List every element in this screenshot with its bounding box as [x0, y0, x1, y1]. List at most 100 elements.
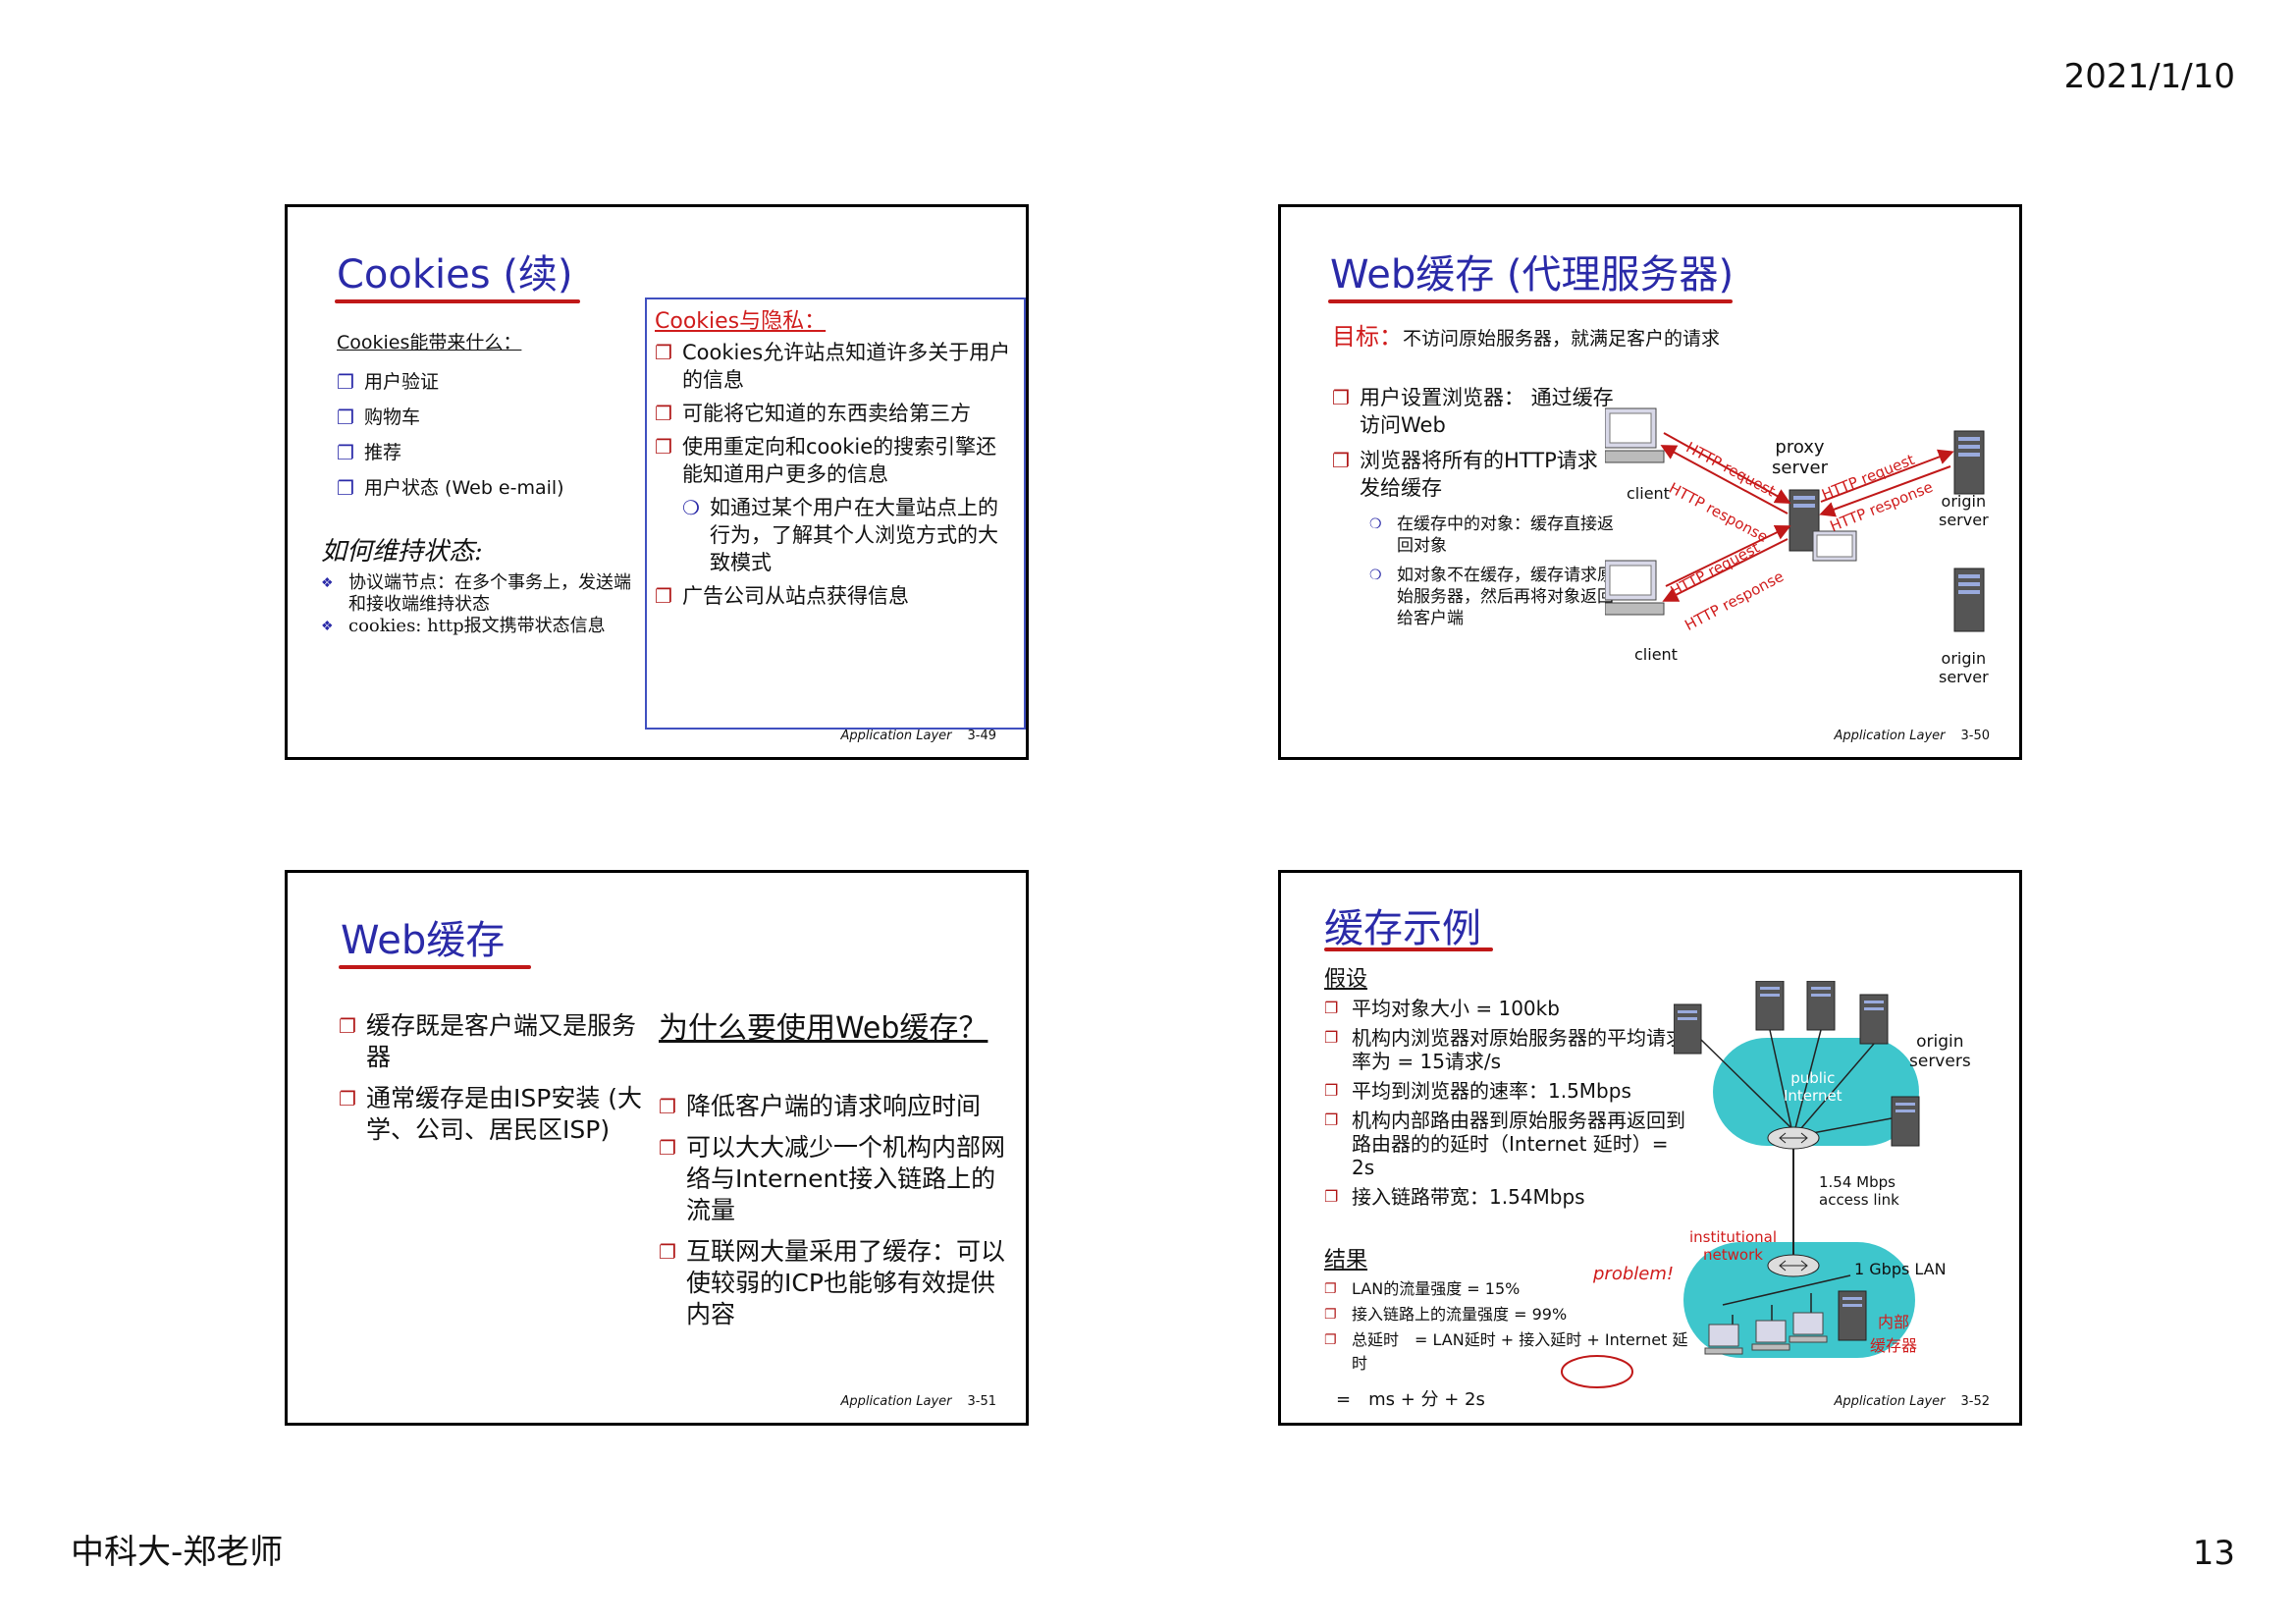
checkbox-bullet-icon: ❐	[655, 341, 672, 364]
lan-computer-icon	[1704, 1324, 1743, 1355]
cookies-benefit-heading: Cookies能带来什么：	[337, 332, 522, 353]
checkbox-bullet-icon: ❐	[659, 1095, 676, 1118]
response-arrow	[1662, 538, 1789, 602]
title-underline	[1324, 947, 1493, 951]
proxy-list: ❐用户设置浏览器： 通过缓存访问Web ❐浏览器将所有的HTTP请求发给缓存	[1332, 384, 1617, 510]
state-list: ❖协议端节点：在多个事务上，发送端和接收端维持状态 ❖cookies: http…	[321, 572, 647, 637]
checkbox-bullet-icon: ❐	[337, 406, 354, 429]
checkbox-bullet-icon: ❐	[655, 435, 672, 459]
client-label: client	[1634, 645, 1678, 664]
cache-server-icon	[1838, 1290, 1867, 1341]
slide-title: Web缓存	[341, 918, 506, 963]
lan-computer-icon	[1751, 1320, 1790, 1351]
list-item: ❍如对象不在缓存，缓存请求原始服务器，然后再将对象返回给客户端	[1369, 566, 1614, 628]
list-item: ❐广告公司从站点获得信息	[655, 584, 909, 608]
list-item: ❐降低客户端的请求响应时间	[659, 1092, 982, 1120]
circle-bullet-icon: ❍	[1369, 568, 1382, 583]
diamond-bullet-icon: ❖	[321, 619, 334, 634]
list-item: ❐缓存既是客户端又是服务器	[339, 1011, 637, 1071]
goal-line: 目标：不访问原始服务器，就满足客户的请求	[1332, 325, 2009, 351]
list-item: ❐通常缓存是由ISP安装 (大学、公司、居民区ISP)	[339, 1084, 643, 1144]
state-heading: 如何维持状态:	[321, 537, 483, 567]
list-item: ❐互联网大量采用了缓存：可以使较弱的ICP也能够有效提供内容	[659, 1237, 1006, 1328]
origin-server-icon	[1755, 981, 1785, 1031]
checkbox-bullet-icon: ❐	[1324, 1187, 1339, 1206]
goal-label: 目标：	[1332, 323, 1403, 351]
circle-bullet-icon: ❍	[1369, 516, 1382, 532]
title-underline	[335, 299, 580, 303]
list-item: ❐机构内浏览器对原始服务器的平均请求率为 = 15请求/s	[1324, 1026, 1685, 1073]
list-item: ❐可能将它知道的东西卖给第三方	[655, 402, 971, 425]
cache-network-diagram	[1674, 981, 1920, 1355]
assume-heading: 假设	[1324, 967, 1368, 992]
router-icon	[1767, 1254, 1820, 1277]
checkbox-bullet-icon: ❐	[1332, 386, 1350, 409]
checkbox-bullet-icon: ❐	[1324, 1081, 1339, 1100]
checkbox-bullet-icon: ❐	[1324, 999, 1339, 1017]
origin-servers-label: origin servers	[1909, 1032, 1971, 1071]
list-item: ❐Cookies允许站点知道许多关于用户的信息	[655, 341, 1011, 392]
list-item: ❐用户验证	[337, 364, 641, 400]
checkbox-bullet-icon: ❐	[1324, 1307, 1337, 1323]
client-label: client	[1627, 484, 1670, 503]
origin-server-label: origin server	[1939, 492, 1989, 529]
origin-server-icon	[1859, 994, 1889, 1045]
checkbox-bullet-icon: ❐	[655, 402, 672, 425]
list-item: ❐购物车	[337, 400, 641, 435]
result-total: = ms + 分 + 2s	[1336, 1389, 1485, 1410]
checkbox-bullet-icon: ❐	[655, 584, 672, 608]
list-item: ❐浏览器将所有的HTTP请求发给缓存	[1332, 449, 1598, 500]
lan-computer-icon	[1789, 1312, 1828, 1343]
cache-label: 内部 缓存器	[1870, 1313, 1918, 1355]
list-item: ❐总延时 = LAN延时 + 接入延时 + Internet 延时	[1324, 1330, 1688, 1373]
list-item: ❍如通过某个用户在大量站点上的行为，了解其个人浏览方式的大致模式	[682, 496, 998, 574]
checkbox-bullet-icon: ❐	[1324, 1281, 1337, 1297]
checkbox-bullet-icon: ❐	[1324, 1110, 1339, 1129]
assume-list: ❐平均对象大小 = 100kb ❐机构内浏览器对原始服务器的平均请求率为 = 1…	[1324, 997, 1697, 1209]
origin-server-label: origin server	[1939, 649, 1989, 686]
list-item: ❐用户状态 (Web e-mail)	[337, 470, 641, 506]
result-list: ❐LAN的流量强度 = 15% ❐接入链路上的流量强度 = 99% ❐总延时 =…	[1324, 1277, 1697, 1376]
list-item: ❐平均到浏览器的速率：1.5Mbps	[1324, 1079, 1631, 1103]
request-arrow	[1663, 432, 1791, 504]
slide-title: Cookies (续)	[337, 252, 573, 298]
public-internet-label: public Internet	[1784, 1069, 1842, 1105]
list-item: ❖cookies: http报文携带状态信息	[321, 616, 606, 636]
list-item: ❐推荐	[337, 435, 641, 470]
public-internet-cloud	[1713, 1038, 1919, 1146]
list-item: ❍在缓存中的对象：缓存直接返回对象	[1369, 514, 1614, 556]
checkbox-bullet-icon: ❐	[659, 1136, 676, 1160]
list-item: ❐接入链路带宽：1.54Mbps	[1324, 1185, 1585, 1209]
title-underline	[339, 965, 531, 969]
list-item: ❐LAN的流量强度 = 15%	[1324, 1277, 1697, 1301]
list-item: ❐平均对象大小 = 100kb	[1324, 997, 1560, 1020]
checkbox-bullet-icon: ❐	[1332, 449, 1350, 472]
list-item: ❐使用重定向和cookie的搜索引擎还能知道用户更多的信息	[655, 435, 997, 486]
why-cache-heading: 为什么要使用Web缓存？	[659, 1011, 988, 1046]
checkbox-bullet-icon: ❐	[659, 1240, 676, 1264]
checkbox-bullet-icon: ❐	[337, 441, 354, 464]
slide-cookies-continued: Cookies (续) Cookies能带来什么： ❐用户验证 ❐购物车 ❐推荐…	[285, 204, 1029, 760]
checkbox-bullet-icon: ❐	[337, 370, 354, 394]
page-author: 中科大-郑老师	[71, 1533, 284, 1572]
circle-bullet-icon: ❍	[682, 496, 700, 519]
list-item: ❐可以大大减少一个机构内部网络与Internent接入链路上的流量	[659, 1133, 1006, 1224]
request-arrow	[1665, 525, 1791, 587]
diamond-bullet-icon: ❖	[321, 575, 334, 591]
proxy-server-label: proxy server	[1772, 437, 1828, 478]
origin-server-icon	[1953, 568, 1985, 632]
checkbox-bullet-icon: ❐	[339, 1014, 356, 1038]
privacy-heading: Cookies与隐私：	[655, 309, 827, 334]
checkbox-bullet-icon: ❐	[337, 476, 354, 500]
cache-role-list: ❐缓存既是客户端又是服务器 ❐通常缓存是由ISP安装 (大学、公司、居民区ISP…	[339, 1010, 643, 1146]
request-arrow	[1820, 449, 1954, 503]
slide-cache-example: 缓存示例 假设 ❐平均对象大小 = 100kb ❐机构内浏览器对原始服务器的平均…	[1278, 870, 2022, 1426]
list-item: ❐用户设置浏览器： 通过缓存访问Web	[1332, 386, 1614, 437]
why-cache-list: ❐降低客户端的请求响应时间 ❐可以大大减少一个机构内部网络与Internent接…	[659, 1091, 1012, 1330]
privacy-box: Cookies与隐私： ❐Cookies允许站点知道许多关于用户的信息 ❐可能将…	[645, 298, 1026, 730]
origin-server-icon	[1674, 1003, 1702, 1055]
origin-server-icon	[1953, 430, 1985, 495]
slide-title: 缓存示例	[1324, 906, 1481, 951]
